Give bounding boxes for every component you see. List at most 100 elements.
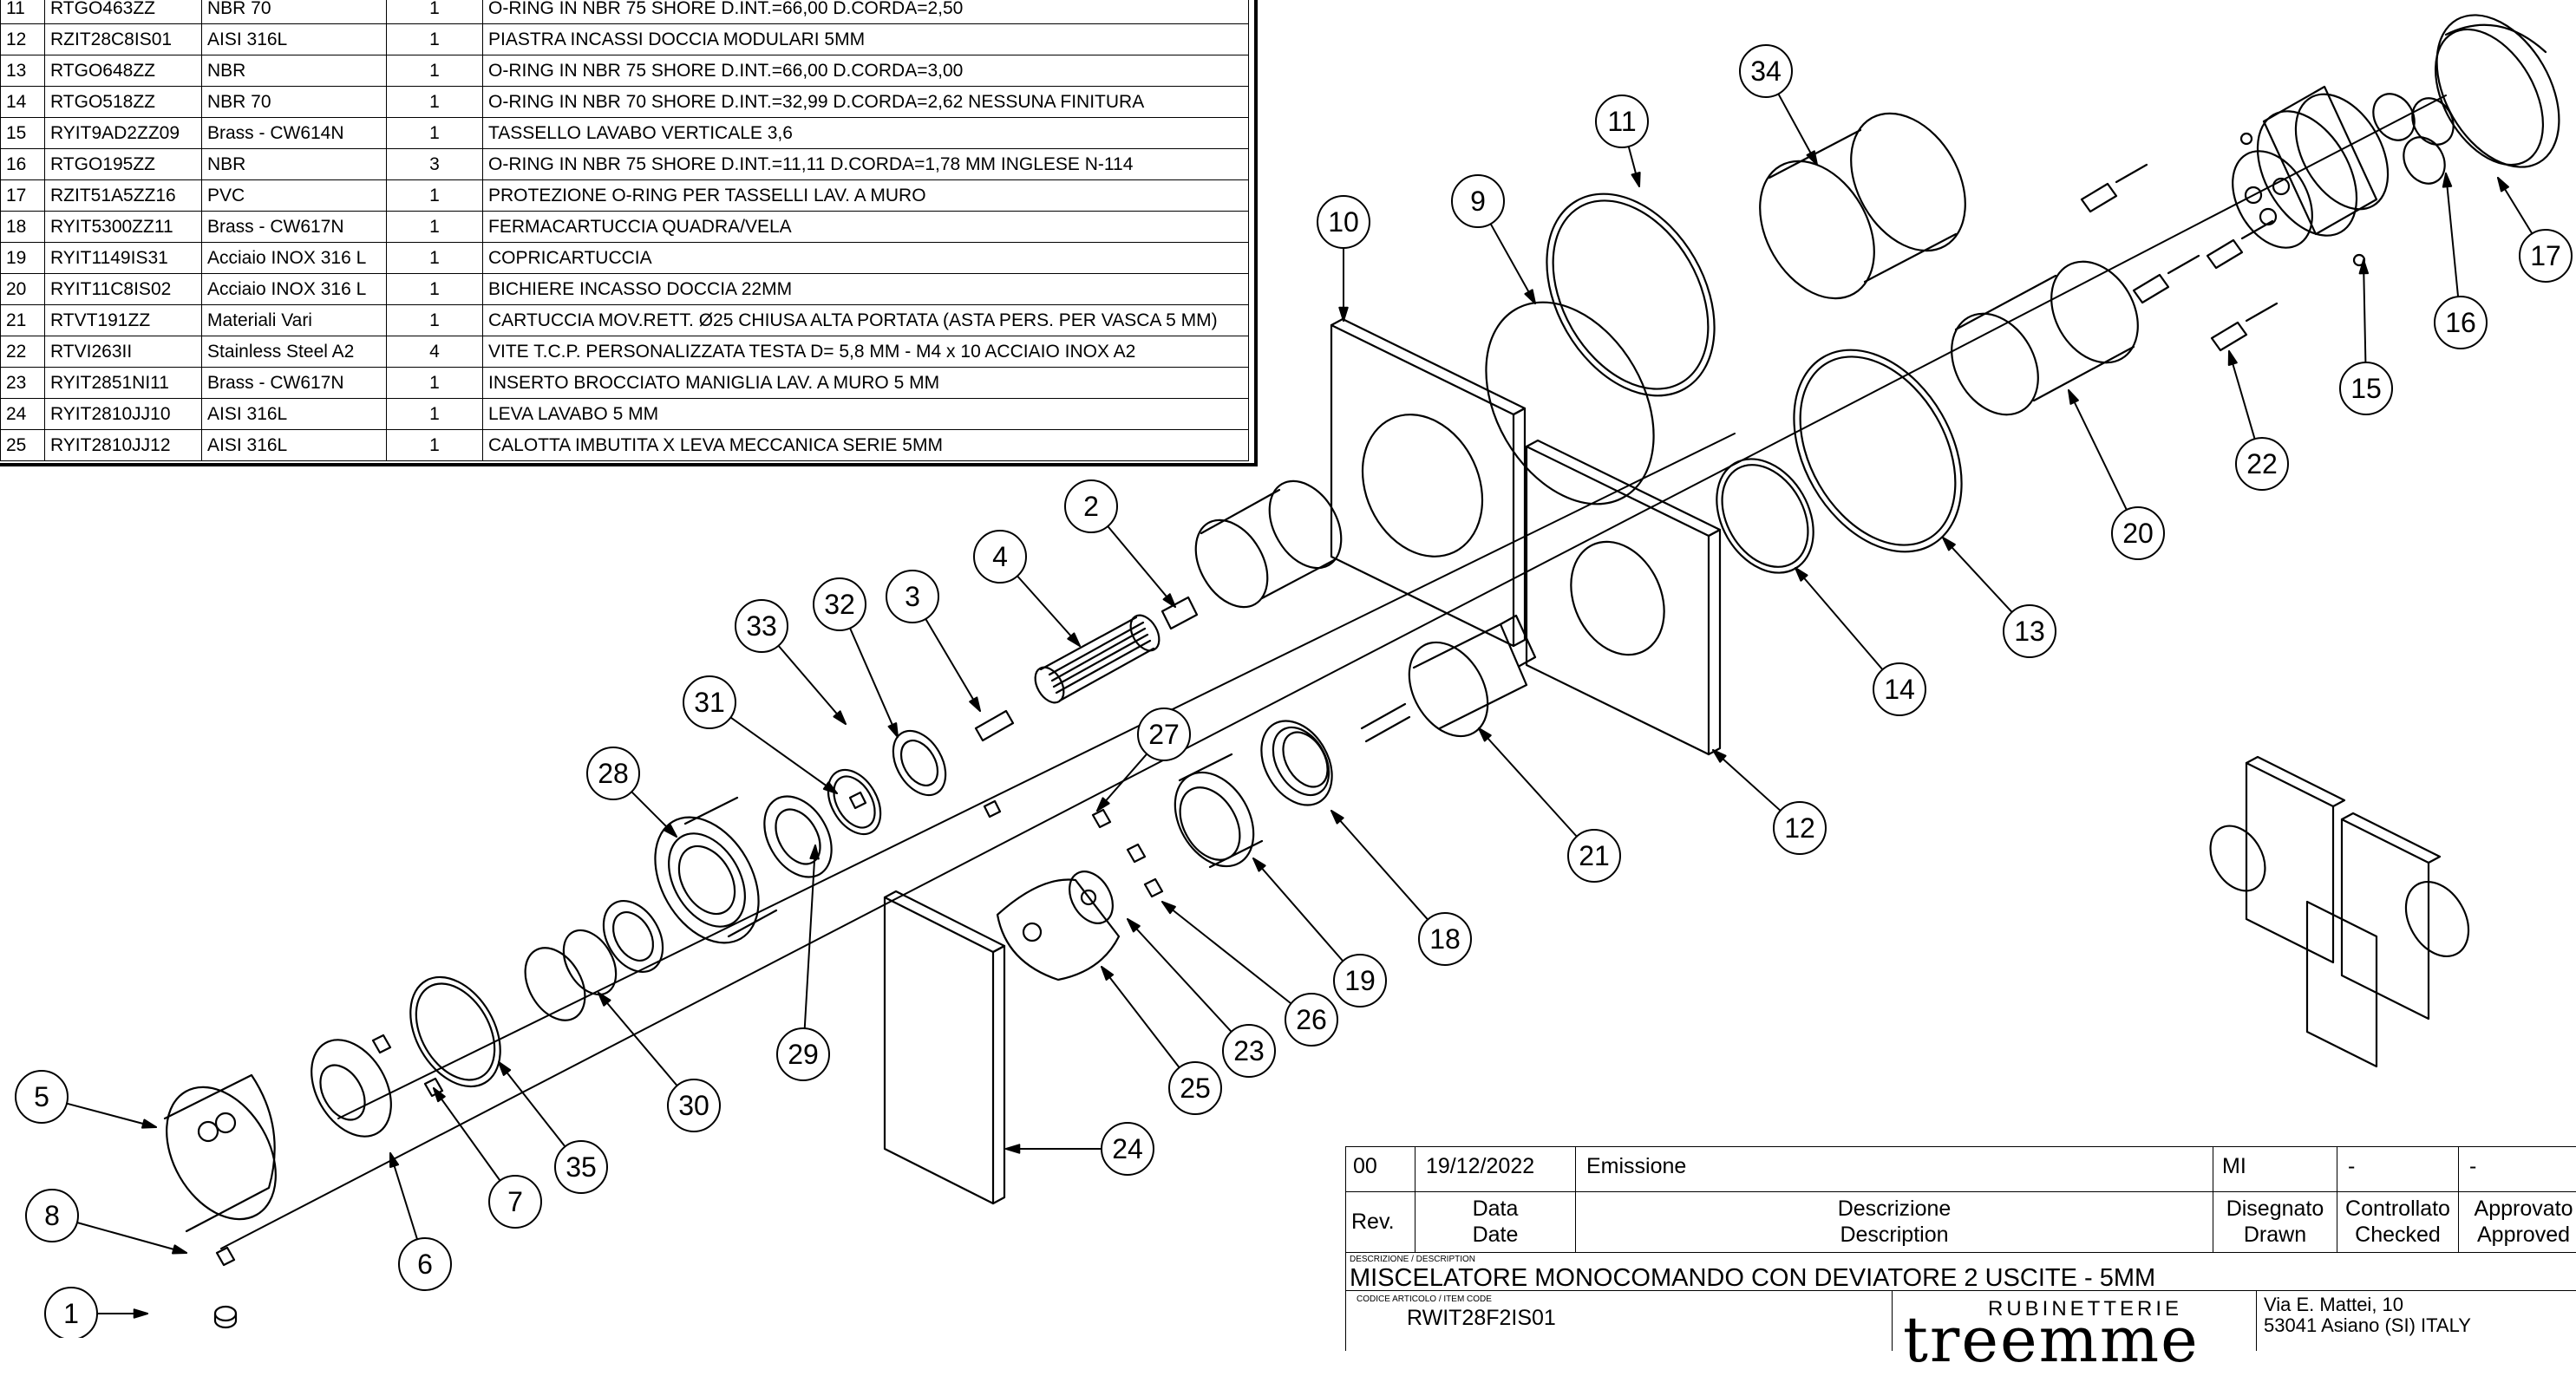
balloon-13: 13 xyxy=(1942,537,2056,658)
balloon-15: 15 xyxy=(2339,259,2393,415)
leader-line xyxy=(803,845,816,1030)
leader-line xyxy=(1795,567,1884,671)
drawn-header: Disegnato Drawn xyxy=(2213,1191,2337,1252)
balloon-circle xyxy=(488,1175,542,1229)
balloon-circle xyxy=(1773,801,1827,855)
address-line-1: Via E. Mattei, 10 xyxy=(2264,1294,2404,1315)
handle-base-part xyxy=(311,1034,444,1138)
bom-material: Acciaio INOX 316 L xyxy=(201,242,387,274)
bom-description: CALOTTA IMBUTITA X LEVA MECCANICA SERIE … xyxy=(482,429,1249,461)
bom-row: 15 RYIT9AD2ZZ09 Brass - CW614N 1 TASSELL… xyxy=(0,117,1249,149)
leader-arrow xyxy=(1478,727,1492,742)
leader-arrow xyxy=(433,1087,446,1103)
balloon-6: 6 xyxy=(389,1152,452,1291)
date-value: 19/12/2022 xyxy=(1415,1146,1575,1191)
leader-line xyxy=(1942,537,2013,613)
bom-position: 11 xyxy=(0,0,45,24)
bom-code: RZIT51A5ZZ16 xyxy=(44,179,202,212)
balloon-circle xyxy=(25,1189,79,1242)
balloon-31: 31 xyxy=(683,675,838,794)
lever-part xyxy=(883,890,1006,1205)
leader-arrow xyxy=(133,1308,148,1319)
balloon-23: 23 xyxy=(1127,918,1276,1078)
bom-material: AISI 316L xyxy=(201,429,387,461)
checked-header: Controllato Checked xyxy=(2337,1191,2458,1252)
leader-line xyxy=(498,1061,566,1148)
leader-arrow xyxy=(887,722,899,738)
balloon-34: 34 xyxy=(1739,44,1818,166)
balloon-27: 27 xyxy=(1096,708,1191,812)
item-code-caption: CODICE ARTICOLO / ITEM CODE xyxy=(1357,1294,1492,1304)
leader-arrow xyxy=(389,1152,400,1168)
balloon-circle xyxy=(1418,912,1472,966)
balloon-label: 13 xyxy=(2014,616,2045,647)
item-description: MISCELATORE MONOCOMANDO CON DEVIATORE 2 … xyxy=(1350,1264,2156,1292)
leader-arrow xyxy=(1162,593,1176,608)
leader-arrow xyxy=(2442,173,2453,188)
bom-description: O-RING IN NBR 75 SHORE D.INT.=11,11 D.CO… xyxy=(482,148,1249,180)
balloon-circle xyxy=(1064,479,1118,533)
balloon-label: 11 xyxy=(1607,106,1636,137)
description-header-en: Description xyxy=(1840,1223,1949,1247)
balloon-circle xyxy=(886,570,939,623)
balloon-circle xyxy=(1595,95,1649,148)
balloon-label: 12 xyxy=(1784,812,1815,844)
ring-fitting-part xyxy=(654,796,778,944)
balloon-circle xyxy=(735,599,788,653)
balloon-circle xyxy=(973,530,1027,584)
leader-arrow xyxy=(1631,172,1641,187)
balloon-label: 29 xyxy=(788,1039,819,1070)
bom-quantity: 1 xyxy=(386,398,483,430)
balloon-label: 30 xyxy=(678,1090,709,1121)
leader-arrow xyxy=(1795,567,1808,582)
bom-code: RZIT28C8IS01 xyxy=(44,23,202,55)
item-description-cell: DESCRIZIONE / DESCRIPTION MISCELATORE MO… xyxy=(1345,1252,2576,1292)
balloon-16: 16 xyxy=(2434,173,2488,349)
leader-arrow xyxy=(141,1118,157,1129)
splined-sleeve-part xyxy=(1034,614,1161,704)
balloon-circle xyxy=(1168,1061,1222,1115)
bom-material: Stainless Steel A2 xyxy=(201,336,387,368)
bom-code: RTGO518ZZ xyxy=(44,86,202,118)
valve-body-part xyxy=(2232,85,2390,267)
description-caption: DESCRIZIONE / DESCRIPTION xyxy=(1350,1255,1476,1264)
balloon-circle xyxy=(1285,993,1338,1047)
balloon-label: 24 xyxy=(1112,1133,1143,1164)
balloon-7: 7 xyxy=(433,1087,542,1229)
bom-material: NBR 70 xyxy=(201,0,387,24)
bom-code: RYIT5300ZZ11 xyxy=(44,211,202,243)
balloon-26: 26 xyxy=(1161,901,1338,1047)
bom-quantity: 1 xyxy=(386,242,483,274)
leader-line xyxy=(1330,810,1429,921)
leader-arrow xyxy=(1067,632,1081,647)
bom-code: RYIT11C8IS02 xyxy=(44,273,202,305)
balloon-circle xyxy=(1739,44,1793,98)
bom-description: PROTEZIONE O-RING PER TASSELLI LAV. A MU… xyxy=(482,179,1249,212)
leader-arrow xyxy=(1005,1144,1021,1154)
wall-plate-part xyxy=(1330,317,1722,756)
balloon-label: 22 xyxy=(2246,448,2278,479)
revision-value: 00 xyxy=(1345,1146,1415,1191)
balloon-label: 31 xyxy=(694,687,725,718)
item-code-cell: CODICE ARTICOLO / ITEM CODE RWIT28F2IS01 xyxy=(1345,1290,1892,1351)
bom-quantity: 1 xyxy=(386,211,483,243)
balloon-label: 7 xyxy=(507,1186,523,1217)
leader-arrow xyxy=(1942,537,1956,551)
leader-line xyxy=(1478,727,1578,838)
leader-arrow xyxy=(1096,797,1110,812)
bom-material: NBR 70 xyxy=(201,86,387,118)
cartridge-part xyxy=(1360,614,1537,743)
company-logo-text: treemme xyxy=(1903,1303,2200,1376)
balloon-label: 4 xyxy=(992,541,1008,572)
bom-quantity: 1 xyxy=(386,429,483,461)
balloon-circle xyxy=(398,1237,452,1291)
bom-description: CARTUCCIA MOV.RETT. Ø25 CHIUSA ALTA PORT… xyxy=(482,304,1249,336)
handle-cover-part xyxy=(996,878,1121,981)
leader-arrow xyxy=(2497,177,2510,192)
leader-arrow xyxy=(1338,306,1349,322)
bill-of-materials-table: 11 RTGO463ZZ NBR 70 1 O-RING IN NBR 75 S… xyxy=(0,0,1249,461)
balloon-19: 19 xyxy=(1252,858,1387,1008)
leader-line xyxy=(1101,966,1180,1069)
balloon-10: 10 xyxy=(1317,195,1370,322)
bom-position: 12 xyxy=(0,23,45,55)
